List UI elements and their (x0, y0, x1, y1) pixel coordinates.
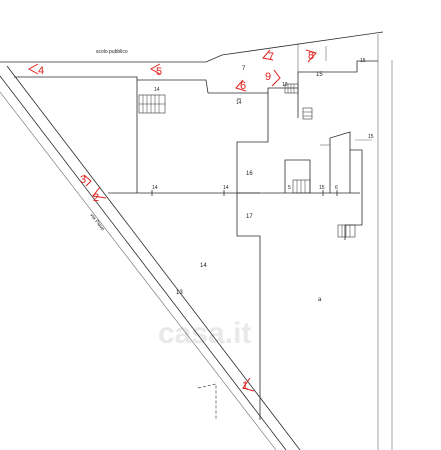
lot-number: 14 (236, 100, 242, 106)
lot-number: 15 (316, 72, 323, 78)
watermark: casa.it (158, 317, 251, 350)
lot-number: a (318, 297, 322, 303)
viewpoint-label-9: 9 (265, 71, 271, 83)
viewpoint-arrow-7 (262, 49, 274, 61)
lot-number: 7 (242, 66, 246, 72)
lot-number: 14 (200, 263, 207, 269)
lot-numbers: 7 15 15 14 14 12 15 16 14 14 5 15 6 17 1… (152, 58, 374, 303)
viewpoint-markers: 4 5 6 7 8 9 3 2 1 (27, 49, 317, 392)
lot-number: 16 (246, 171, 253, 177)
lot-number: 15 (368, 134, 374, 140)
lot-number: 5 (288, 185, 291, 191)
road-via-piave (0, 65, 301, 450)
lot-number: 14 (152, 185, 158, 191)
lot-number: 14 (154, 87, 160, 93)
lot-number: 15 (360, 58, 366, 64)
stair-1 (138, 94, 166, 114)
lot-number: 6 (335, 185, 338, 191)
stair-2 (284, 83, 299, 94)
viewpoint-arrow-8 (305, 49, 317, 63)
viewpoint-label-6: 6 (240, 80, 246, 92)
stair-5 (302, 107, 313, 120)
stair-4 (337, 224, 356, 238)
viewpoint-arrow-1 (242, 377, 255, 392)
boundary-lines (0, 31, 393, 450)
viewpoint-label-1: 1 (242, 380, 248, 392)
viewpoint-arrow-5 (149, 63, 161, 75)
viewpoint-arrow-4 (27, 63, 39, 75)
viewpoint-arrow-6 (235, 79, 247, 92)
viewpoint-arrow-2 (92, 186, 107, 199)
stair-3 (292, 179, 311, 194)
lot-number: 17 (246, 214, 253, 220)
lot-number: 14 (223, 185, 229, 191)
lot-number: 13 (176, 290, 183, 296)
viewpoint-label-8: 8 (308, 50, 314, 62)
lot-number: 15 (319, 185, 325, 191)
dashed-outline (197, 383, 217, 420)
viewpoint-label-4: 4 (38, 65, 44, 77)
label-scolo-pubblico: scolo pubblico (96, 49, 128, 55)
label-via-piave: via Piave (88, 213, 105, 233)
viewpoint-label-5: 5 (156, 66, 162, 78)
viewpoint-label-7: 7 (268, 51, 274, 63)
lot-number: 12 (282, 82, 288, 88)
viewpoint-arrow-9 (271, 69, 281, 87)
viewpoint-label-3: 3 (80, 174, 86, 186)
viewpoint-label-2: 2 (93, 192, 99, 204)
building-lines (108, 80, 372, 420)
viewpoint-arrow-3 (83, 174, 92, 187)
